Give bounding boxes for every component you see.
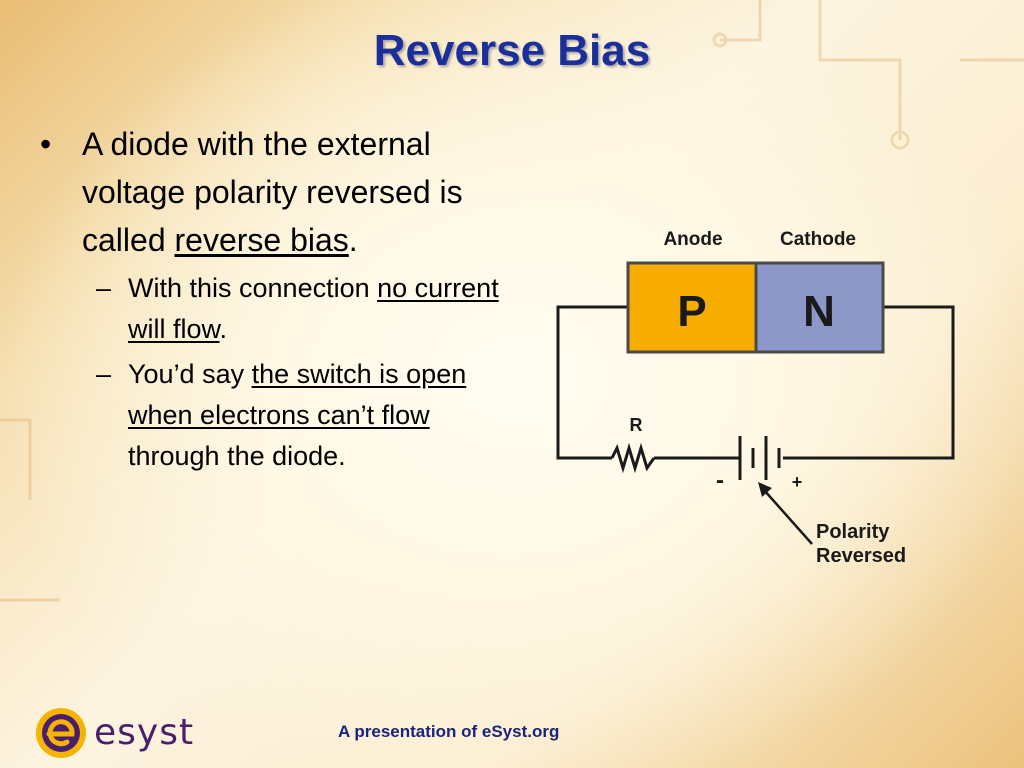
- bullet-text-part: .: [348, 222, 358, 258]
- bullet-item: • A diode with the external voltage pola…: [40, 120, 500, 264]
- n-region: [754, 261, 885, 354]
- callout-arrow-line: [763, 489, 813, 545]
- plus-label: +: [792, 472, 803, 492]
- bullet-text-part: With this connection: [128, 273, 378, 303]
- battery-symbol: [738, 436, 781, 480]
- sub-bullet-mark: –: [96, 273, 112, 303]
- sub-bullet-mark: –: [96, 359, 112, 389]
- callout-arrowhead: [758, 482, 772, 497]
- p-label: P: [677, 287, 706, 336]
- underlined-term: the switch is open when electrons can’t …: [128, 359, 467, 430]
- resistor-label: R: [630, 415, 643, 435]
- anode-label: Anode: [663, 229, 722, 250]
- minus-label: -: [716, 467, 724, 494]
- bullet-list: • A diode with the external voltage pola…: [40, 120, 500, 477]
- logo-text: esyst: [94, 712, 194, 753]
- cathode-label: Cathode: [780, 229, 856, 250]
- underlined-term: reverse bias: [174, 222, 349, 258]
- callout-line-1: Polarity: [816, 521, 890, 543]
- bullet-text: A diode with the external voltage polari…: [82, 120, 500, 264]
- slide-title: Reverse Bias: [373, 26, 651, 75]
- sub-bullet-text: With this connection no current will flo…: [128, 268, 500, 350]
- bullet-text-part: .: [219, 314, 228, 344]
- bullet-text-part: through the diode.: [128, 441, 346, 471]
- resistor-symbol: [610, 442, 656, 474]
- circuit-wires: [556, 305, 955, 460]
- sub-bullet-item: – You’d say the switch is open when elec…: [96, 354, 500, 477]
- logo-e-mark: [46, 719, 75, 747]
- bullet-text-part: A diode with the external voltage polari…: [82, 126, 463, 258]
- bullet-text-part: You’d say: [128, 359, 252, 389]
- bullet-mark: •: [40, 126, 52, 162]
- sub-bullet-text: You’d say the switch is open when electr…: [128, 354, 500, 477]
- sub-bullet-item: – With this connection no current will f…: [96, 268, 500, 350]
- n-label: N: [803, 287, 835, 336]
- esyst-logo: esyst: [36, 708, 194, 758]
- callout-line-2: Reversed: [816, 545, 906, 567]
- footer-credit: A presentation of eSyst.org: [338, 722, 560, 741]
- p-region: [626, 261, 758, 354]
- underlined-term: no current will flow: [128, 273, 499, 344]
- reverse-bias-circuit-diagram: Anode Cathode P N R - + Polarity Reverse…: [556, 229, 955, 567]
